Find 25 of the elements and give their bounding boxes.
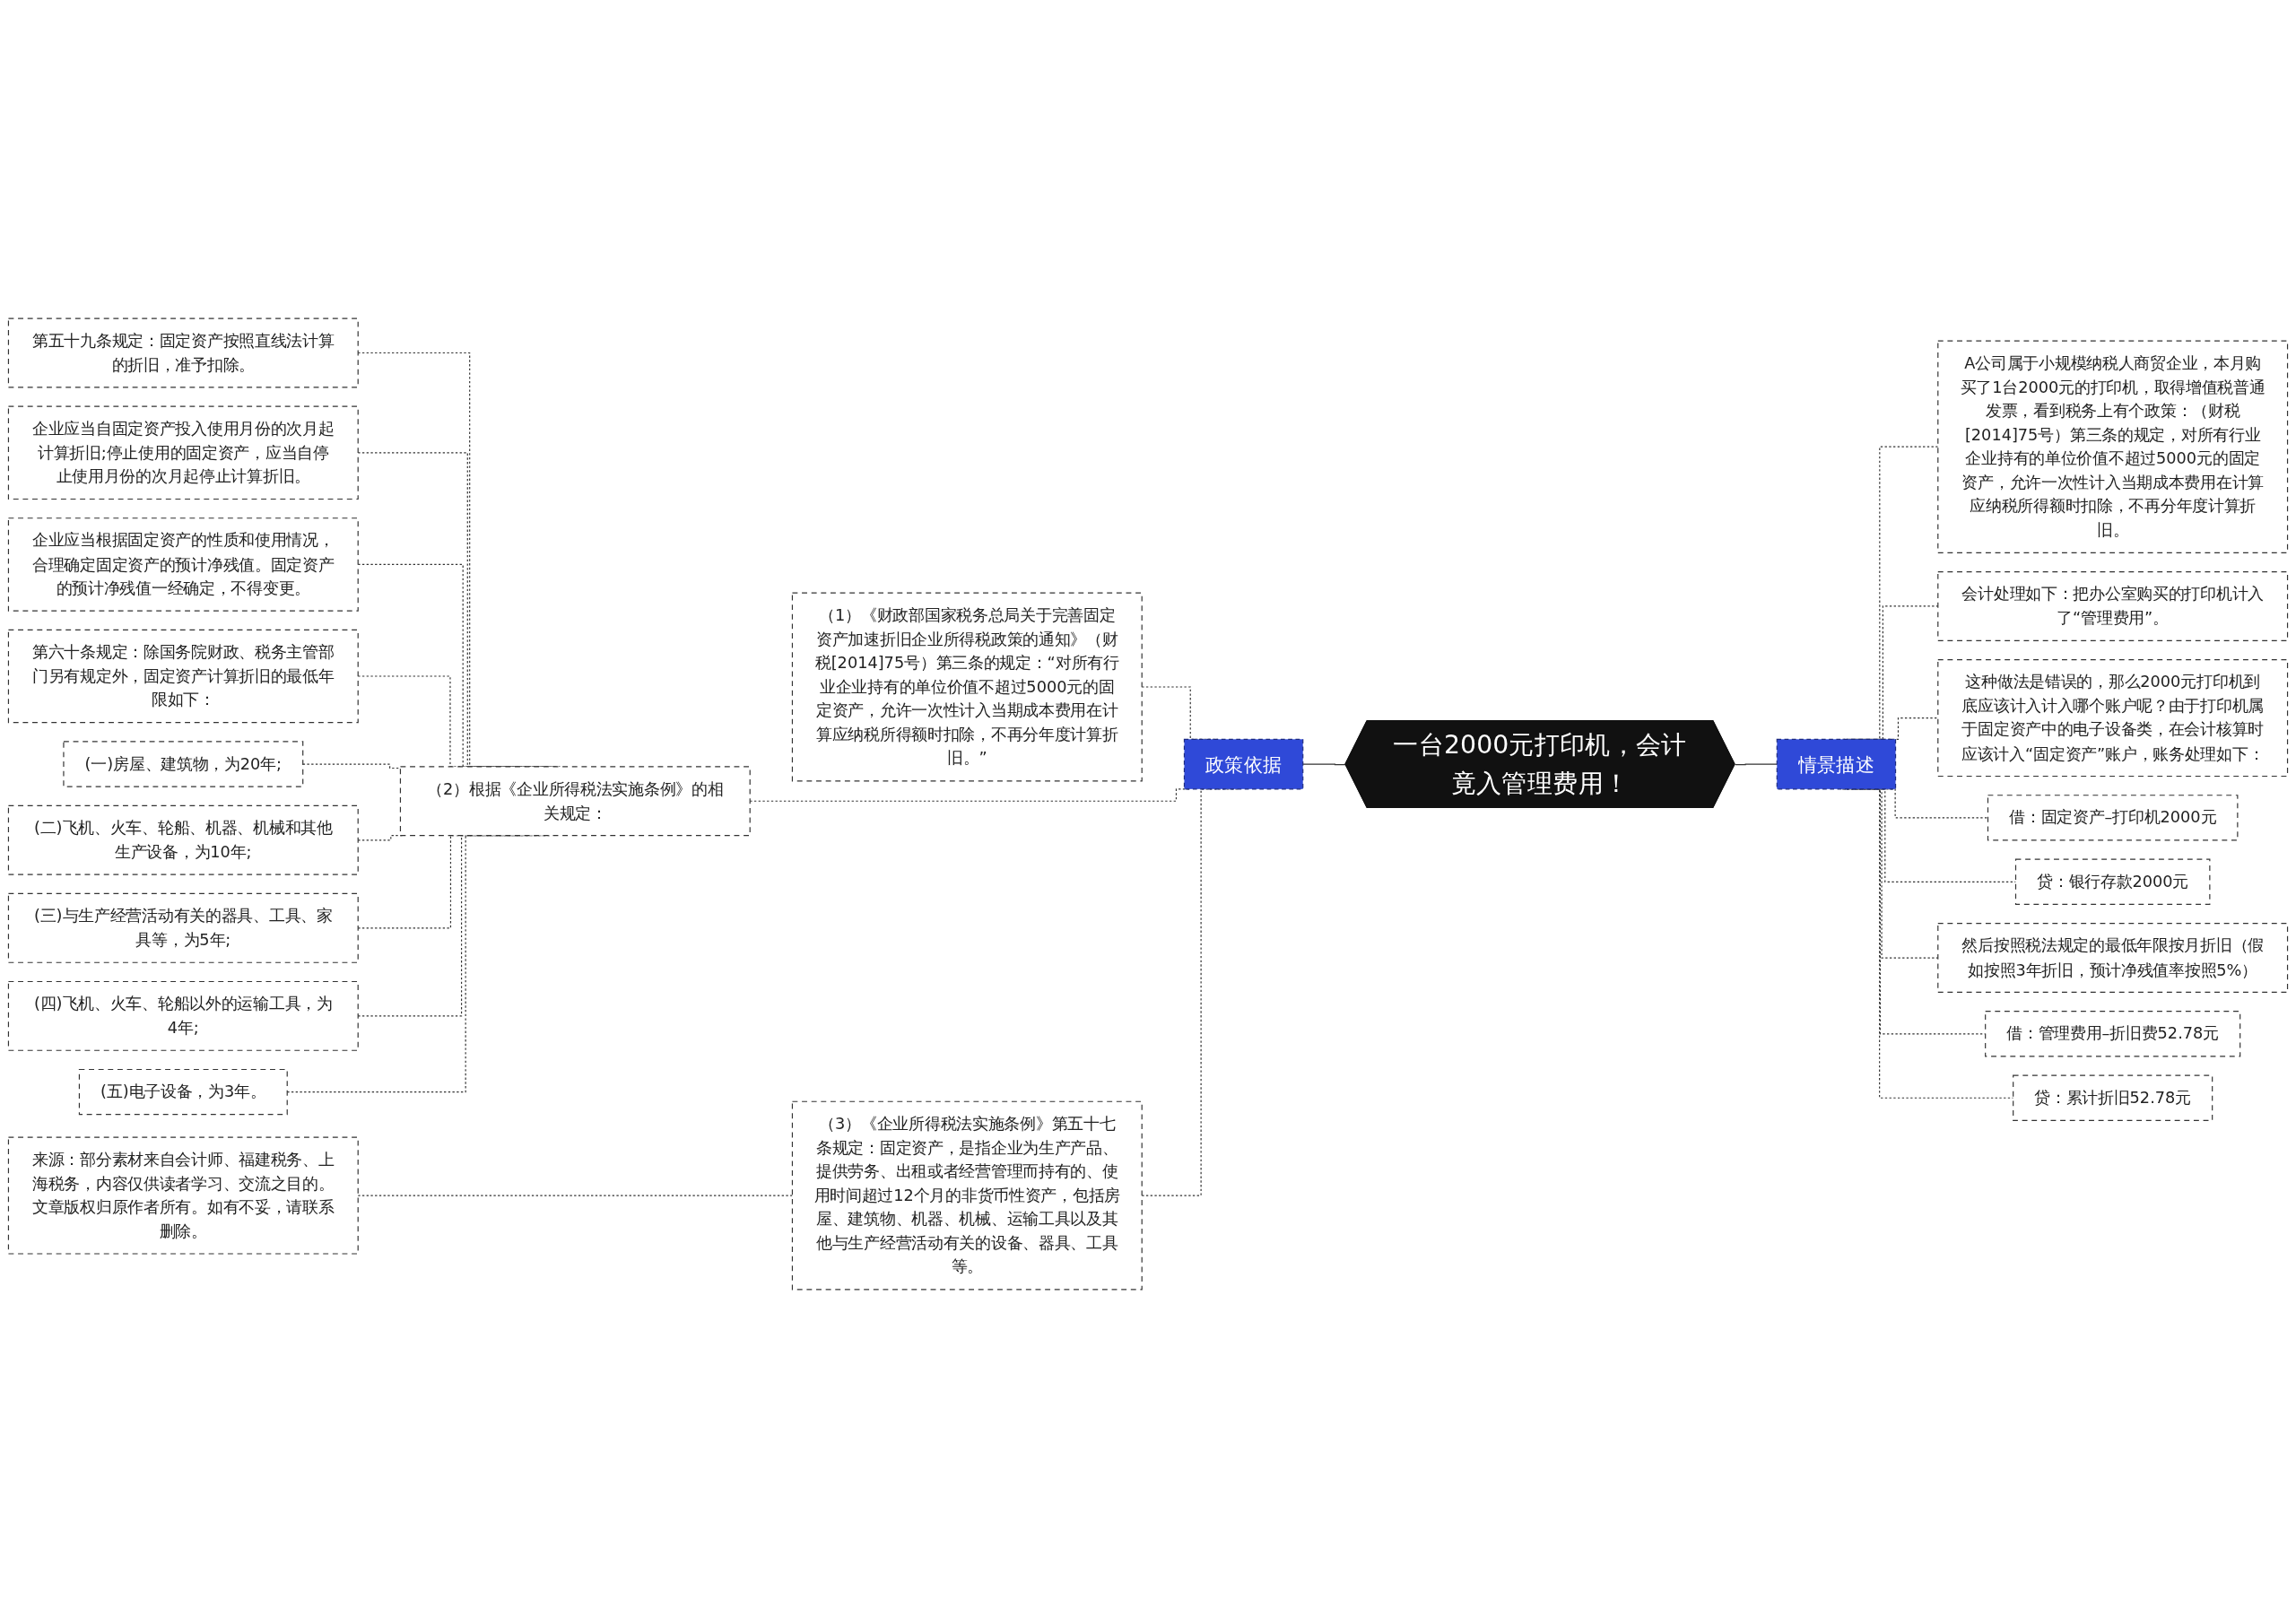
node-box: 贷：累计折旧52.78元 (2013, 1074, 2213, 1121)
node-box: 第五十九条规定：固定资产按照直线法计算的折旧，准予扣除。 (7, 317, 359, 388)
node-box: (二)飞机、火车、轮船、机器、机械和其他生产设备，为10年; (7, 804, 359, 875)
node-box: 政策依据 (1183, 738, 1304, 790)
node-box: 来源：部分素材来自会计师、福建税务、上海税务，内容仅供读者学习、交流之目的。文章版权归原作者所有。如有不妥，请联系删除。 (7, 1136, 359, 1255)
node-box: 然后按照税法规定的最低年限按月折旧（假如按照3年折旧，预计净残值率按照5%） (1937, 923, 2289, 994)
node-box: 贷：银行存款2000元 (2014, 858, 2211, 905)
node-box: 借：管理费用–折旧费52.78元 (1985, 1011, 2241, 1057)
node-box: 企业应当自固定资产投入使用月份的次月起计算折旧;停止使用的固定资产，应当自停止使用月份的次月起停止计算折旧。 (7, 405, 359, 500)
node-box: 情景描述 (1776, 738, 1897, 790)
node-box: 这种做法是错误的，那么2000元打印机到底应该计入计入哪个账户呢？由于打印机属于固定资产中的电子设备类，在会计核算时应该计入“固定资产”账户，账务处理如下： (1937, 659, 2289, 778)
connector (1302, 763, 1347, 766)
node-box: （3）《企业所得税法实施条例》第五十七条规定：固定资产，是指企业为生产产品、提供劳务、出租或者经营管理而持有的、使用时间超过12个月的非货币性资产，包括房屋、建筑物、机器、机械、运输工具以及其他与生产经营活动有关的设备、器具、工具等。 (791, 1100, 1143, 1291)
node-box: (三)与生产经营活动有关的器具、工具、家具等，为5年; (7, 892, 359, 963)
node-box: (一)房屋、建筑物，为20年; (63, 741, 304, 787)
node-box: 借：固定资产–打印机2000元 (1987, 795, 2239, 841)
node-box: （2）根据《企业所得税法实施条例》的相关规定： (399, 766, 751, 837)
connector (1735, 763, 1778, 766)
node-box: 会计处理如下：把办公室购买的打印机计入了“管理费用”。 (1937, 570, 2289, 641)
node-box: A公司属于小规模纳税人商贸企业，本月购买了1台2000元的打印机，取得增值税普通发票，看到税务上有个政策：（财税[2014]75号）第三条的规定，对所有行业企业持有的单位价值不超过5000元的固定资产，允许一次性计入当期成本费用在计算应纳税所得额时扣除，不再分年度计算折旧。 (1937, 340, 2289, 553)
node-box: 企业应当根据固定资产的性质和使用情况，合理确定固定资产的预计净残值。固定资产的预计净残值一经确定，不得变更。 (7, 517, 359, 612)
node-box: （1）《财政部国家税务总局关于完善固定资产加速折旧企业所得税政策的通知》（财税[2014]75号）第三条的规定：“对所有行业企业持有的单位价值不超过5000元的固定资产，允许一次性计入当期成本费用在计算应纳税所得额时扣除，不再分年度计算折旧。” (791, 592, 1143, 782)
node-box: (四)飞机、火车、轮船以外的运输工具，为4年; (7, 980, 359, 1051)
node-box: 第六十条规定：除国务院财政、税务主管部门另有规定外，固定资产计算折旧的最低年限如下： (7, 629, 359, 724)
node-box: (五)电子设备，为3年。 (78, 1068, 288, 1116)
